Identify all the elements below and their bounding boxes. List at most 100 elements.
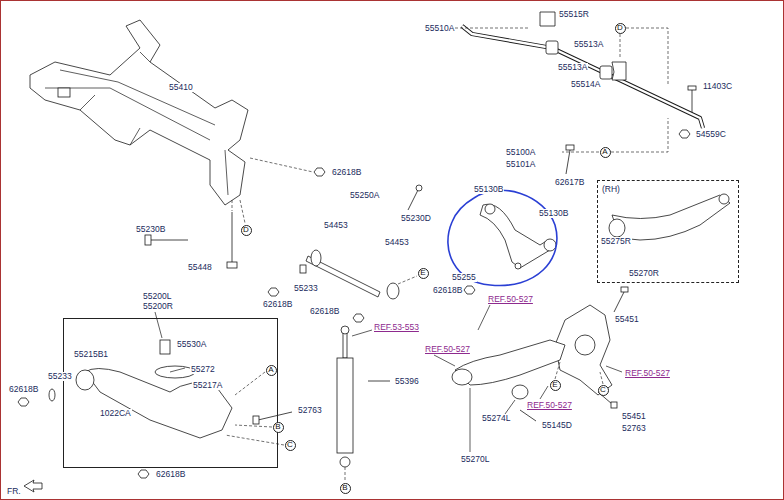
- subframe-tab: [58, 88, 70, 97]
- bushing: [485, 204, 495, 214]
- shock-eye: [340, 457, 350, 467]
- leader-line: [352, 330, 372, 336]
- bolt: [150, 240, 188, 241]
- subframe-detail: [45, 52, 228, 195]
- part-number: 55272: [190, 365, 216, 374]
- reference-circle: A: [266, 365, 277, 376]
- bolt: [520, 410, 536, 421]
- reference-circle: B: [273, 422, 284, 433]
- callout-number: 55448: [187, 263, 213, 272]
- callout-number: 62617B: [554, 178, 585, 187]
- bracket: [540, 12, 555, 26]
- callout-number: 52763: [621, 424, 647, 433]
- front-arrow: [24, 480, 42, 492]
- stabilizer-bar: [462, 26, 703, 128]
- reference-circle: A: [600, 147, 611, 158]
- shock-absorber: [337, 358, 353, 453]
- bolt: [258, 412, 292, 420]
- callout-number: 55200R: [142, 302, 174, 311]
- callout-number: 62618B: [262, 300, 293, 309]
- leader-dashed: [232, 200, 245, 223]
- callout-number: 55233: [47, 372, 73, 381]
- reference-circle: E: [550, 380, 561, 391]
- reference-letter: A: [268, 366, 273, 374]
- bolt-head: [227, 262, 237, 268]
- leader-dashed: [455, 28, 668, 152]
- callout-number: 55200L: [142, 292, 172, 301]
- bolt: [232, 212, 233, 262]
- bracket: [612, 62, 626, 80]
- hub: [575, 335, 595, 355]
- washer: [49, 389, 55, 401]
- reference-circle: C: [285, 440, 296, 451]
- rh-trailing-arm: [612, 195, 730, 240]
- reference-circle: E: [418, 268, 429, 279]
- callout-number: 55274L: [481, 414, 511, 423]
- reference-note: REF.53-553: [373, 323, 420, 332]
- nut: [314, 168, 325, 176]
- bushing: [387, 283, 399, 299]
- nut: [353, 314, 364, 322]
- callout-number: 55514A: [570, 80, 601, 89]
- bushing: [719, 194, 729, 204]
- bushing: [76, 370, 94, 390]
- leader-dashed: [225, 372, 284, 445]
- bolt-head: [145, 235, 151, 245]
- reference-note: REF.50-527: [526, 401, 573, 410]
- leader-line: [434, 305, 622, 452]
- callout-number: 54453: [323, 221, 349, 230]
- part-number: 55217A: [192, 381, 223, 390]
- bushing: [546, 41, 558, 54]
- callout-number: 55451: [614, 315, 640, 324]
- bolt-head: [611, 402, 617, 408]
- clip: [300, 265, 306, 273]
- callout-number: 55255: [451, 273, 477, 282]
- callout-number: 11403C: [702, 82, 733, 91]
- part-number: 55215B1: [73, 350, 109, 359]
- nut: [268, 288, 279, 296]
- shock-rod: [343, 333, 347, 358]
- reference-letter: B: [275, 423, 280, 431]
- shock-mount: [341, 326, 349, 334]
- bolt-head: [621, 287, 628, 292]
- reference-note: REF.50-527: [624, 369, 671, 378]
- callout-number: 62618B: [155, 470, 186, 479]
- callout-number: 55515R: [558, 10, 590, 19]
- reference-circle: D: [241, 225, 252, 236]
- reference-letter: A: [602, 148, 607, 156]
- bolt-head: [416, 185, 422, 191]
- bolt: [566, 150, 570, 174]
- spring-seat: [155, 366, 195, 378]
- callout-number: FR.: [6, 487, 22, 496]
- subframe: [30, 20, 248, 205]
- callout-number: 55230B: [135, 225, 166, 234]
- callout-number: 55130B: [538, 209, 569, 218]
- leader-dashed: [555, 362, 603, 384]
- callout-number: 62618B: [432, 286, 463, 295]
- lower-arm: [85, 369, 232, 439]
- callout-number: 55100A: [505, 148, 536, 157]
- bolt-head: [688, 86, 696, 90]
- callout-number: 62618B: [331, 168, 362, 177]
- reference-note: REF.50-527: [487, 295, 534, 304]
- callout-number: 62618B: [309, 307, 340, 316]
- reference-circle: D: [615, 23, 626, 34]
- bushing: [512, 385, 528, 399]
- callout-number: 55510A: [424, 24, 455, 33]
- bolt: [614, 292, 624, 312]
- reference-letter: E: [552, 381, 557, 389]
- callout-number: 52763: [297, 406, 323, 415]
- group-box: (RH)55275R55270R: [597, 180, 739, 283]
- part-number: 1022CA: [99, 409, 132, 418]
- part-number: 55270R: [628, 269, 660, 278]
- leader-dashed: [398, 276, 417, 284]
- bumper: [160, 340, 170, 354]
- callout-number: 55513A: [557, 63, 588, 72]
- part-number: 55530A: [176, 340, 207, 349]
- reference-letter: D: [617, 24, 623, 32]
- callout-number: 55513A: [573, 40, 604, 49]
- callout-number: 55396: [394, 377, 420, 386]
- nut: [18, 398, 29, 406]
- callout-number: 55130B: [473, 185, 504, 194]
- bushing: [544, 239, 556, 251]
